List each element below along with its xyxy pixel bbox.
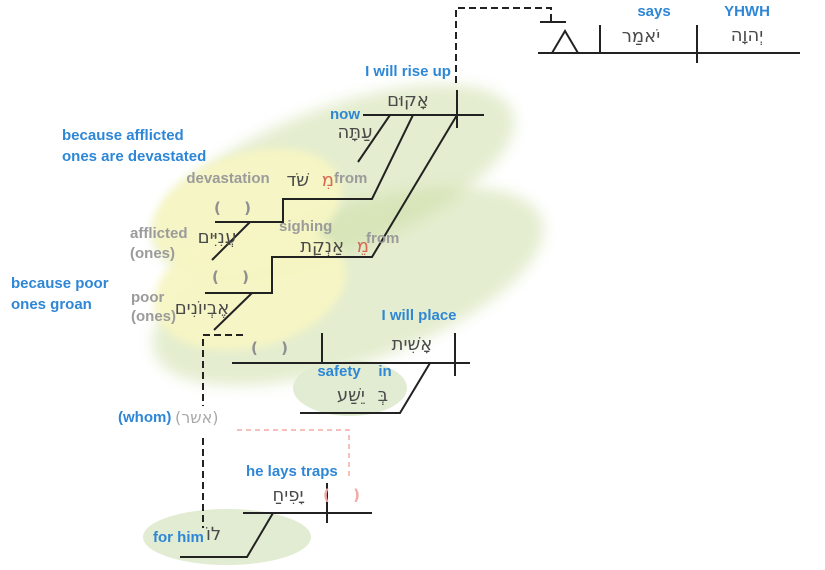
- yhwh-hebrew: יְהוָה: [730, 25, 764, 46]
- coref-dashed-pink: [237, 429, 350, 479]
- afflicted-hebrew: עֲנִיִּים: [197, 227, 237, 248]
- empty-slot-3: ( ): [251, 339, 297, 357]
- devastation-label: devastation: [186, 170, 270, 187]
- cause-label-afflicted-line1: because afflicted: [62, 127, 184, 144]
- place-hebrew: אָשִׁית: [391, 334, 433, 355]
- pp-devastation-hebrew: מִ שֹׁד: [272, 170, 334, 193]
- in-label: in: [378, 363, 392, 380]
- asher-hebrew: (אשר): [175, 408, 219, 427]
- empty-slot-pink: ( ): [323, 486, 369, 504]
- now-hebrew: עַתָּה: [337, 122, 373, 143]
- from-label-1: from: [334, 170, 368, 187]
- highlight-ellipse-safety: [293, 360, 407, 416]
- empty-slot-1: ( ): [214, 199, 260, 217]
- for-him-hebrew: לוֹ: [206, 524, 222, 545]
- devastation-hebrew: שֹׁד: [286, 170, 310, 191]
- traps-hebrew: יָפִיחַ: [272, 485, 304, 506]
- place-label: I will place: [381, 307, 457, 324]
- yhwh-label: YHWH: [724, 3, 770, 20]
- poor-ones-label: (ones): [131, 308, 176, 325]
- cause-label-poor: because poor ones groan: [11, 273, 109, 315]
- highlight-ellipse-for-him: [143, 509, 311, 565]
- pp-safety-hebrew: בְּ יֵשַׁע: [326, 385, 388, 408]
- cause-label-poor-line1: because poor: [11, 275, 109, 292]
- poor-hebrew: אֶבְיוֹנִים: [174, 298, 230, 319]
- quote-pedestal-triangle: [551, 29, 579, 54]
- quote-connector-dashed: [455, 7, 552, 86]
- prep-be-hebrew: בְּ: [377, 385, 388, 406]
- rise-up-label: I will rise up: [365, 63, 451, 80]
- for-him-label: for him: [153, 529, 204, 546]
- afflicted-ones-label: (ones): [130, 245, 175, 262]
- says-label: says: [637, 3, 671, 20]
- traps-label: he lays traps: [246, 463, 338, 480]
- safety-hebrew: יֵשַׁע: [336, 385, 365, 406]
- safety-label: safety: [317, 363, 361, 380]
- afflicted-label: afflicted: [130, 225, 188, 242]
- anaphor-dashed-upper: [202, 334, 243, 406]
- empty-slot-2: ( ): [212, 268, 258, 286]
- pp-sighing-hebrew: מֵ אַנְקַת: [279, 236, 369, 259]
- whom-label: (whom): [118, 409, 172, 426]
- sighing-hebrew: אַנְקַת: [300, 236, 345, 257]
- says-hebrew: יֹאמַר: [621, 26, 661, 47]
- cause-label-poor-line2: ones groan: [11, 296, 92, 313]
- rise-up-hebrew: אָקוּם: [387, 90, 429, 111]
- prep-min-hebrew: מִ: [321, 170, 334, 191]
- from-label-2: from: [366, 230, 400, 247]
- sighing-label: sighing: [279, 218, 333, 235]
- pp-for-him-line: [180, 512, 274, 558]
- cause-label-afflicted-line2: ones are devastated: [62, 148, 207, 165]
- cause-label-afflicted: because afflicted ones are devastated: [62, 125, 206, 167]
- poor-label: poor: [131, 289, 165, 306]
